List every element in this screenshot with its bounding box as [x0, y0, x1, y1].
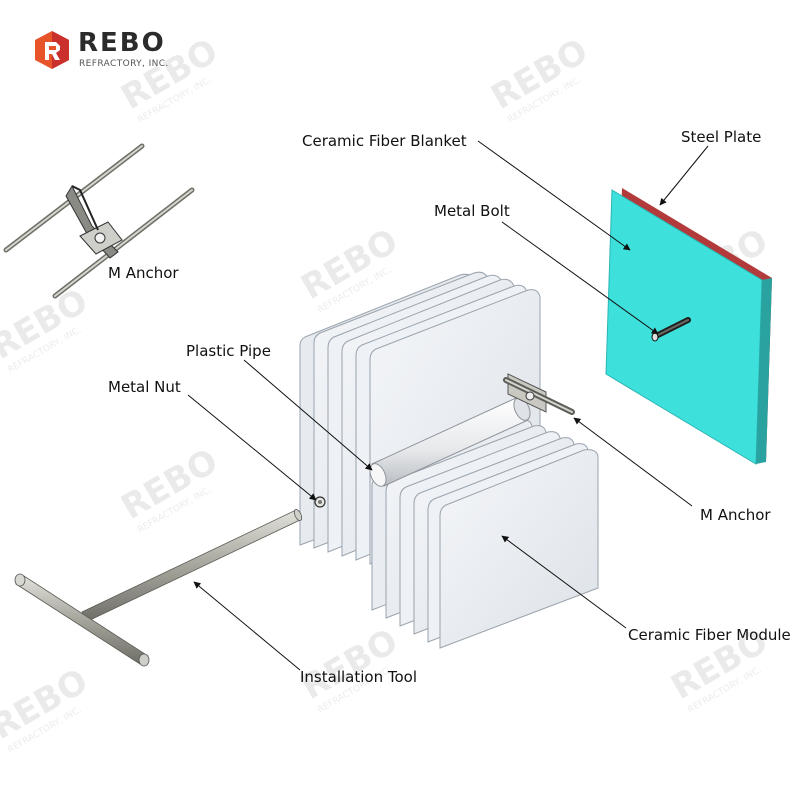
leader-metal-nut [187, 394, 317, 501]
leader-metal-bolt [501, 221, 659, 335]
leader-ceramic-fiber-module [501, 535, 627, 629]
label-steel-plate: Steel Plate [681, 128, 762, 146]
label-ceramic-fiber-blanket: Ceramic Fiber Blanket [302, 132, 467, 150]
label-metal-nut: Metal Nut [108, 378, 181, 396]
leader-ceramic-fiber-blanket [477, 140, 631, 251]
label-ceramic-fiber-module: Ceramic Fiber Module [628, 626, 791, 644]
leader-installation-tool [193, 581, 301, 671]
rebo-logo-icon [35, 31, 69, 69]
leader-plastic-pipe [243, 359, 373, 471]
leader-lines [187, 140, 709, 671]
label-installation-tool: Installation Tool [300, 668, 417, 686]
fiber-module-front-layers [371, 419, 599, 649]
plastic-pipe-illustration [369, 397, 531, 487]
brand-logo: REBO REFRACTORY, INC. [34, 28, 234, 76]
metal-nut-illustration [314, 496, 326, 508]
brand-subtitle: REFRACTORY, INC. [79, 59, 169, 69]
label-m-anchor-top: M Anchor [108, 264, 179, 282]
brand-name: REBO [78, 28, 166, 58]
leader-steel-plate [659, 145, 709, 206]
m-anchor-top-illustration [3, 143, 195, 299]
label-metal-bolt: Metal Bolt [434, 202, 510, 220]
leader-m-anchor [573, 417, 693, 507]
installation-tool-illustration [14, 509, 303, 667]
steel-plate-illustration [605, 188, 772, 465]
label-m-anchor-right: M Anchor [700, 506, 771, 524]
m-anchor-module-illustration [503, 373, 575, 415]
label-plastic-pipe: Plastic Pipe [186, 342, 271, 360]
